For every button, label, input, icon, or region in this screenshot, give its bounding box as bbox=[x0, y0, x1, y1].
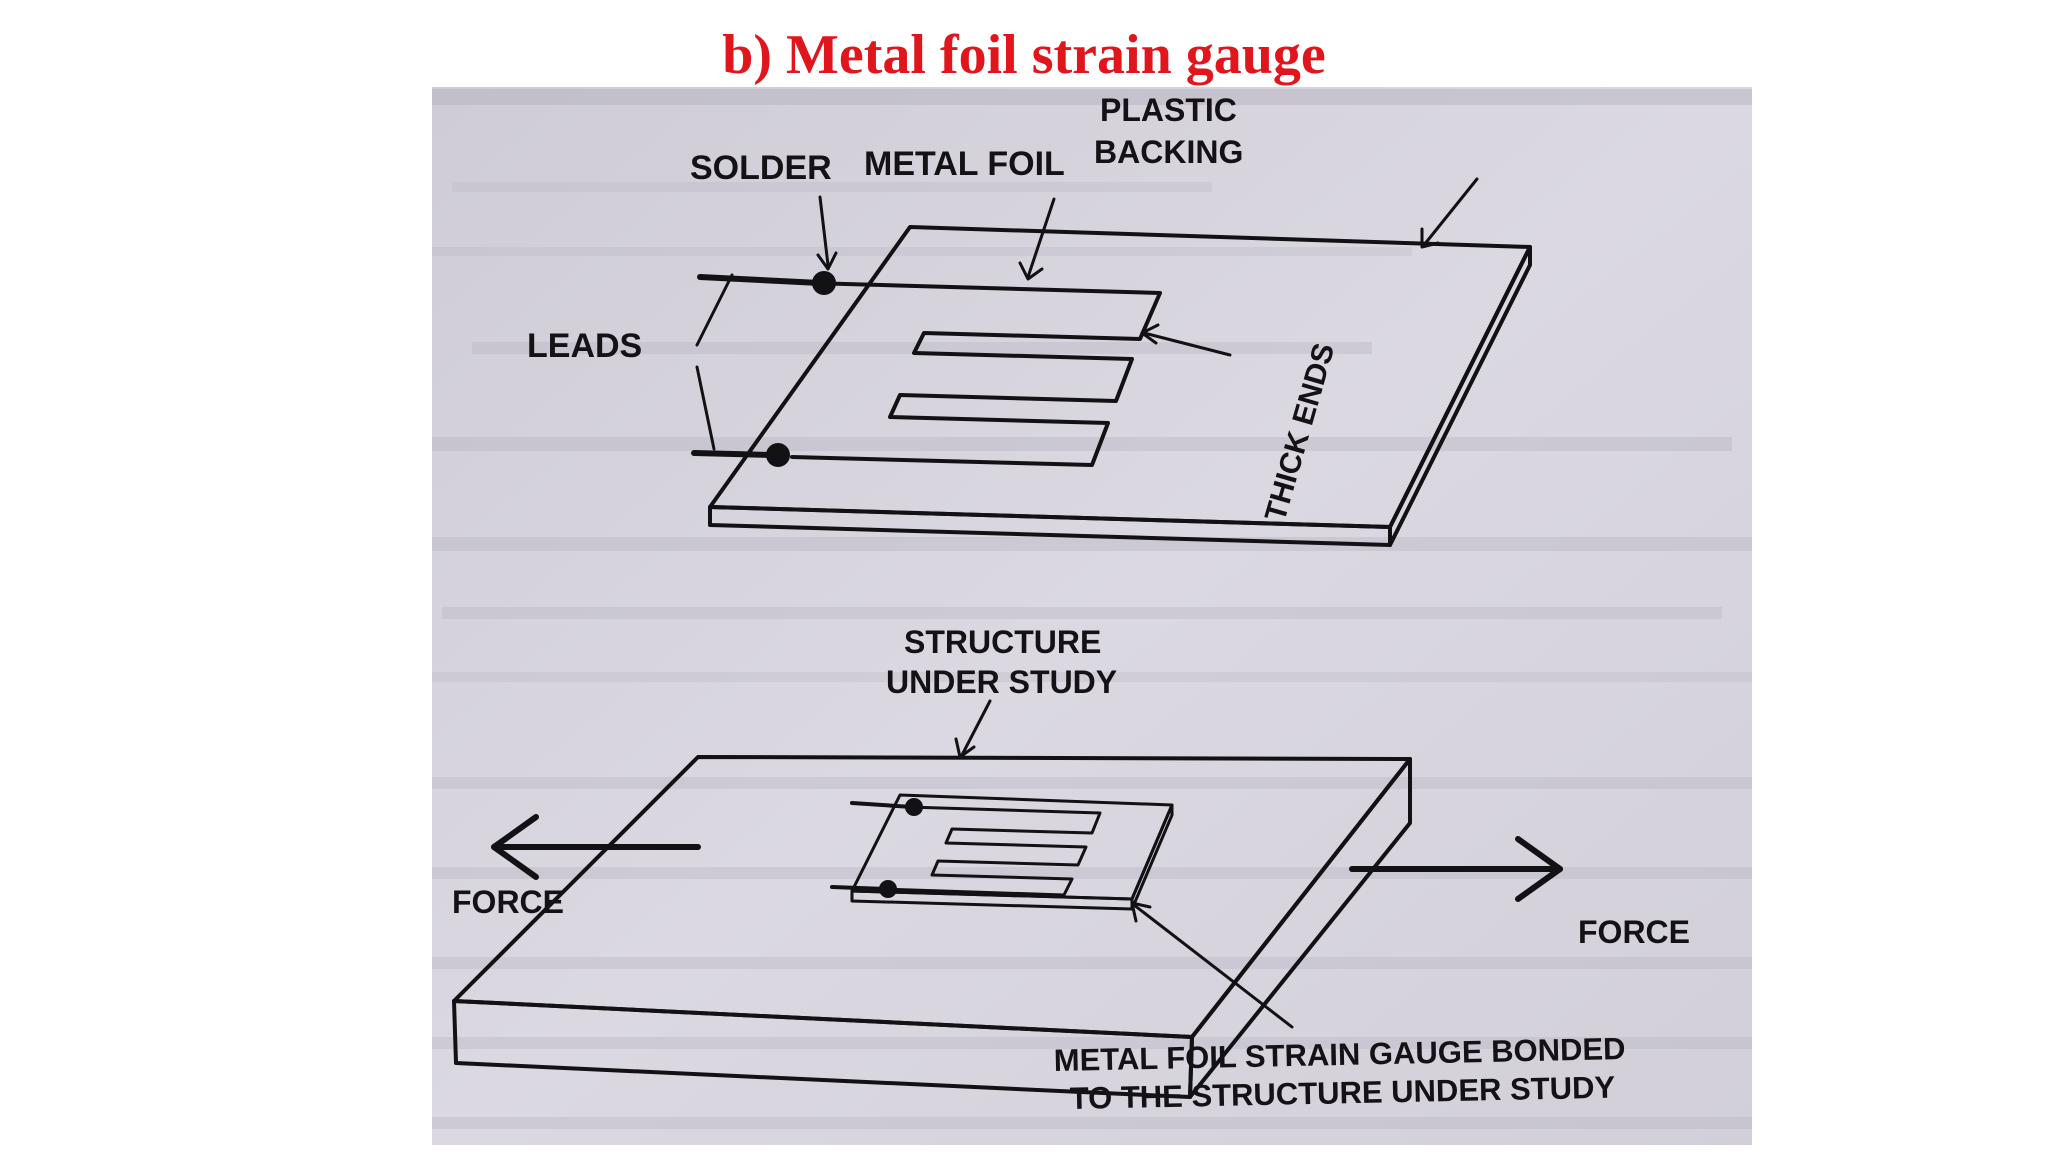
force-arrow-left bbox=[491, 814, 701, 880]
bleed-through-texture bbox=[432, 89, 1752, 1129]
leads bbox=[691, 274, 823, 458]
plastic-backing-label-2: BACKING bbox=[1094, 134, 1243, 170]
plastic-backing-label-1: PLASTIC bbox=[1100, 92, 1237, 128]
solder-dots bbox=[766, 271, 836, 467]
force-left-label: FORCE bbox=[452, 884, 564, 920]
structure-block bbox=[452, 755, 1412, 1099]
strain-gauge-diagram: SOLDER METAL FOIL PLASTIC BACKING LEADS … bbox=[432, 87, 1752, 1145]
leads-label: LEADS bbox=[527, 327, 642, 365]
metal-foil-label: METAL FOIL bbox=[864, 145, 1065, 183]
strain-gauge-photo: SOLDER METAL FOIL PLASTIC BACKING LEADS … bbox=[432, 87, 1752, 1145]
solder-label: SOLDER bbox=[690, 149, 832, 187]
top-leader-lines bbox=[695, 177, 1479, 451]
bottom-leader-lines bbox=[954, 699, 1294, 1029]
force-arrow-right bbox=[1349, 836, 1563, 902]
structure-label-2: UNDER STUDY bbox=[886, 664, 1117, 700]
gauge-backing bbox=[708, 225, 1532, 547]
force-right-label: FORCE bbox=[1578, 914, 1690, 950]
structure-label-1: STRUCTURE bbox=[904, 624, 1101, 660]
slide-title: b) Metal foil strain gauge bbox=[722, 24, 1326, 86]
